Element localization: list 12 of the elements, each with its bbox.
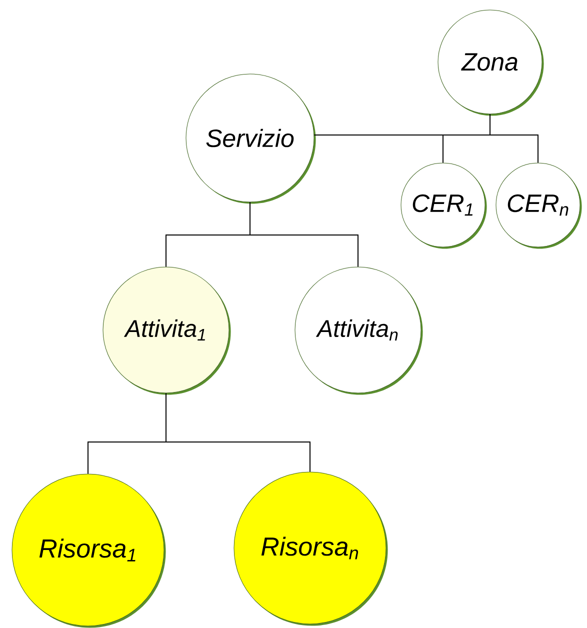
connector xyxy=(490,114,538,164)
circle-node: Zona xyxy=(438,10,544,116)
node-label: CER$_{n}$ xyxy=(508,194,568,216)
circle-node: Risorsa$_{n}$ xyxy=(234,472,388,626)
circle-node: Attivita$_{n}$ xyxy=(294,266,423,395)
circle-node: CER$_{1}$ xyxy=(400,162,487,249)
circle-node: Attivita$_{1}$ xyxy=(102,266,231,395)
circle-node: Risorsa$_{1}$ xyxy=(12,474,166,628)
connector xyxy=(250,202,358,268)
circle-node: CER$_{n}$ xyxy=(496,162,582,249)
circle-node: Servizio xyxy=(186,74,316,204)
connector xyxy=(166,392,310,472)
